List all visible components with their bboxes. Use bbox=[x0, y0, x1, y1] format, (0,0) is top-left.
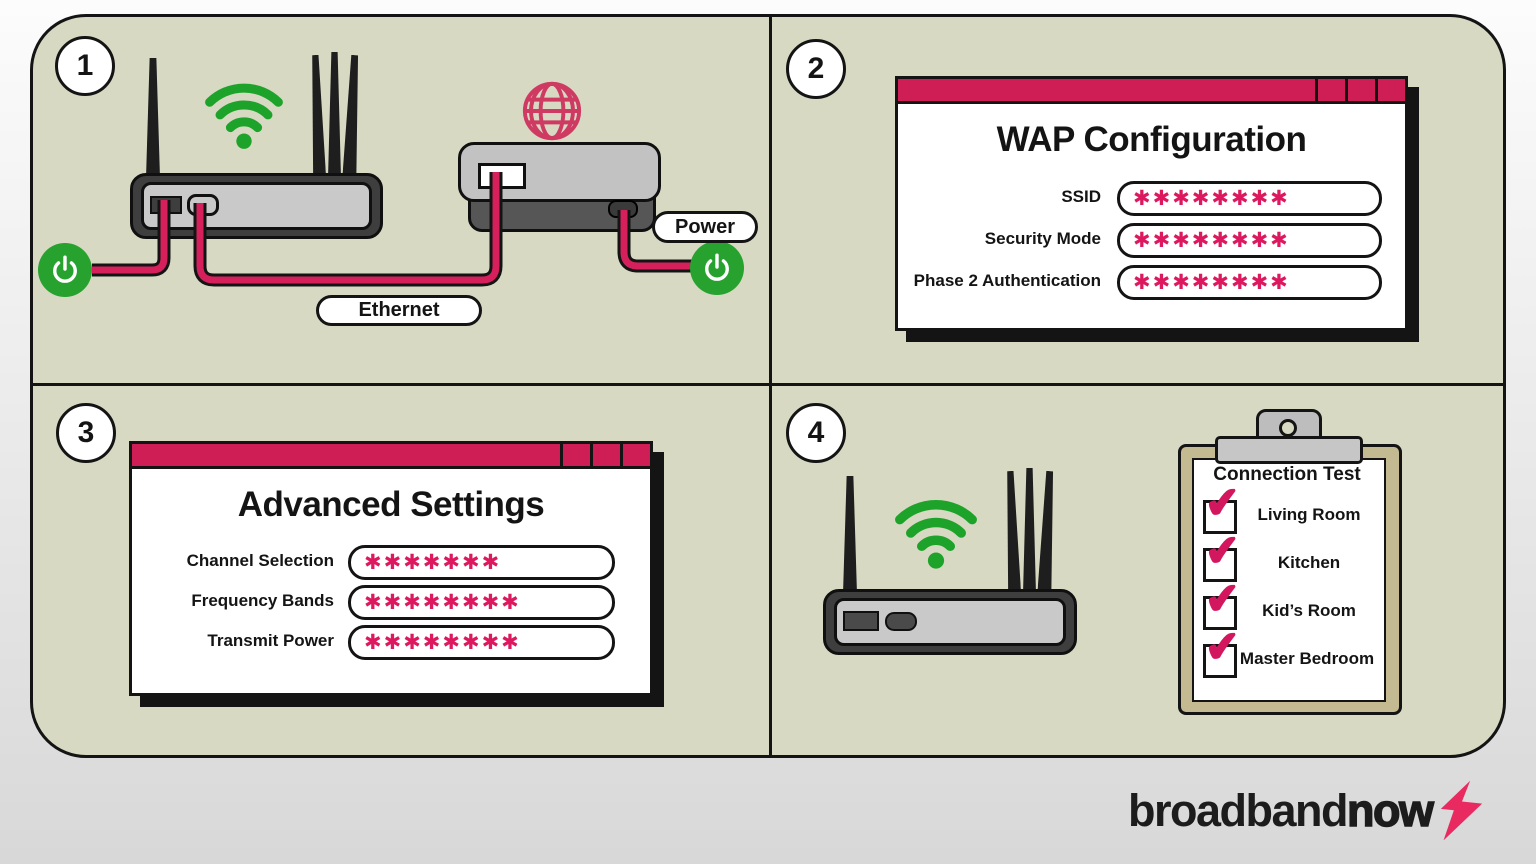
power-icon bbox=[705, 253, 729, 281]
power-label: Power bbox=[652, 211, 758, 243]
titlebar-segment[interactable] bbox=[1315, 79, 1345, 101]
checklist-item-label: Living Room bbox=[1257, 505, 1361, 524]
step-badge-1: 1 bbox=[55, 36, 115, 96]
checklist-item-label: Master Bedroom bbox=[1239, 649, 1375, 668]
masked-value: ✱✱✱✱✱✱✱✱ bbox=[364, 630, 521, 654]
masked-value: ✱✱✱✱✱✱✱✱ bbox=[364, 590, 521, 614]
titlebar-segment[interactable] bbox=[620, 444, 650, 466]
globe-icon bbox=[522, 81, 582, 141]
check-icon: ✔ bbox=[1202, 524, 1243, 577]
window-title: Advanced Settings bbox=[237, 485, 545, 524]
field-label-ssid: SSID bbox=[1061, 187, 1101, 206]
check-icon: ✔ bbox=[1202, 572, 1243, 625]
clipboard-clip-bar bbox=[1215, 436, 1363, 464]
titlebar-segment[interactable] bbox=[1375, 79, 1405, 101]
brand-text-regular: broadband bbox=[1128, 785, 1349, 836]
field-label-frequency-bands: Frequency Bands bbox=[191, 591, 334, 610]
masked-value: ✱✱✱✱✱✱✱✱ bbox=[1133, 186, 1290, 210]
brand-text-bold: now bbox=[1346, 784, 1434, 836]
titlebar-segment[interactable] bbox=[560, 444, 590, 466]
field-label-channel-selection: Channel Selection bbox=[186, 551, 334, 570]
ethernet-label: Ethernet bbox=[316, 295, 482, 326]
masked-value: ✱✱✱✱✱✱✱✱ bbox=[1133, 270, 1290, 294]
router-antenna bbox=[328, 52, 341, 178]
wifi-icon bbox=[205, 83, 283, 149]
field-label-security-mode: Security Mode bbox=[984, 229, 1101, 248]
titlebar-segment[interactable] bbox=[1345, 79, 1375, 101]
window-title: WAP Configuration bbox=[996, 120, 1307, 159]
power-button[interactable] bbox=[38, 243, 92, 297]
titlebar-segment[interactable] bbox=[590, 444, 620, 466]
step-badge-3: 3 bbox=[56, 403, 116, 463]
masked-value: ✱✱✱✱✱✱✱ bbox=[364, 550, 502, 574]
transmit-power-input[interactable]: ✱✱✱✱✱✱✱✱ bbox=[348, 625, 615, 660]
checkbox-kids-room[interactable] bbox=[1203, 596, 1237, 630]
security-mode-input[interactable]: ✱✱✱✱✱✱✱✱ bbox=[1117, 223, 1382, 258]
router-antenna bbox=[146, 58, 160, 178]
router-faceplate bbox=[834, 598, 1066, 646]
masked-value: ✱✱✱✱✱✱✱✱ bbox=[1133, 228, 1290, 252]
checklist-item-label: Kitchen bbox=[1277, 553, 1341, 572]
vertical-divider bbox=[769, 17, 772, 755]
router-antenna bbox=[843, 476, 857, 594]
channel-selection-input[interactable]: ✱✱✱✱✱✱✱ bbox=[348, 545, 615, 580]
check-icon: ✔ bbox=[1202, 476, 1243, 529]
step-badge-4: 4 bbox=[786, 403, 846, 463]
ssid-input[interactable]: ✱✱✱✱✱✱✱✱ bbox=[1117, 181, 1382, 216]
lightning-bolt-icon bbox=[1441, 780, 1483, 841]
window-titlebar bbox=[132, 444, 650, 469]
clipboard-clip-hole bbox=[1279, 419, 1297, 437]
window-titlebar bbox=[898, 79, 1405, 104]
field-label-phase2-auth: Phase 2 Authentication bbox=[913, 271, 1101, 290]
router-antenna bbox=[1023, 468, 1036, 594]
checkbox-master-bedroom[interactable] bbox=[1203, 644, 1237, 678]
router-port bbox=[843, 611, 879, 631]
field-label-transmit-power: Transmit Power bbox=[207, 631, 334, 650]
horizontal-divider bbox=[33, 383, 1503, 386]
checklist-item-label: Kid’s Room bbox=[1262, 601, 1356, 620]
clipboard-title: Connection Test bbox=[1213, 464, 1361, 485]
power-button[interactable] bbox=[690, 241, 744, 295]
step-badge-2: 2 bbox=[786, 39, 846, 99]
checkbox-living-room[interactable] bbox=[1203, 500, 1237, 534]
power-icon bbox=[53, 255, 77, 283]
router-led bbox=[885, 612, 917, 631]
wifi-icon bbox=[895, 499, 977, 569]
phase2-authentication-input[interactable]: ✱✱✱✱✱✱✱✱ bbox=[1117, 265, 1382, 300]
frequency-bands-input[interactable]: ✱✱✱✱✱✱✱✱ bbox=[348, 585, 615, 620]
checkbox-kitchen[interactable] bbox=[1203, 548, 1237, 582]
